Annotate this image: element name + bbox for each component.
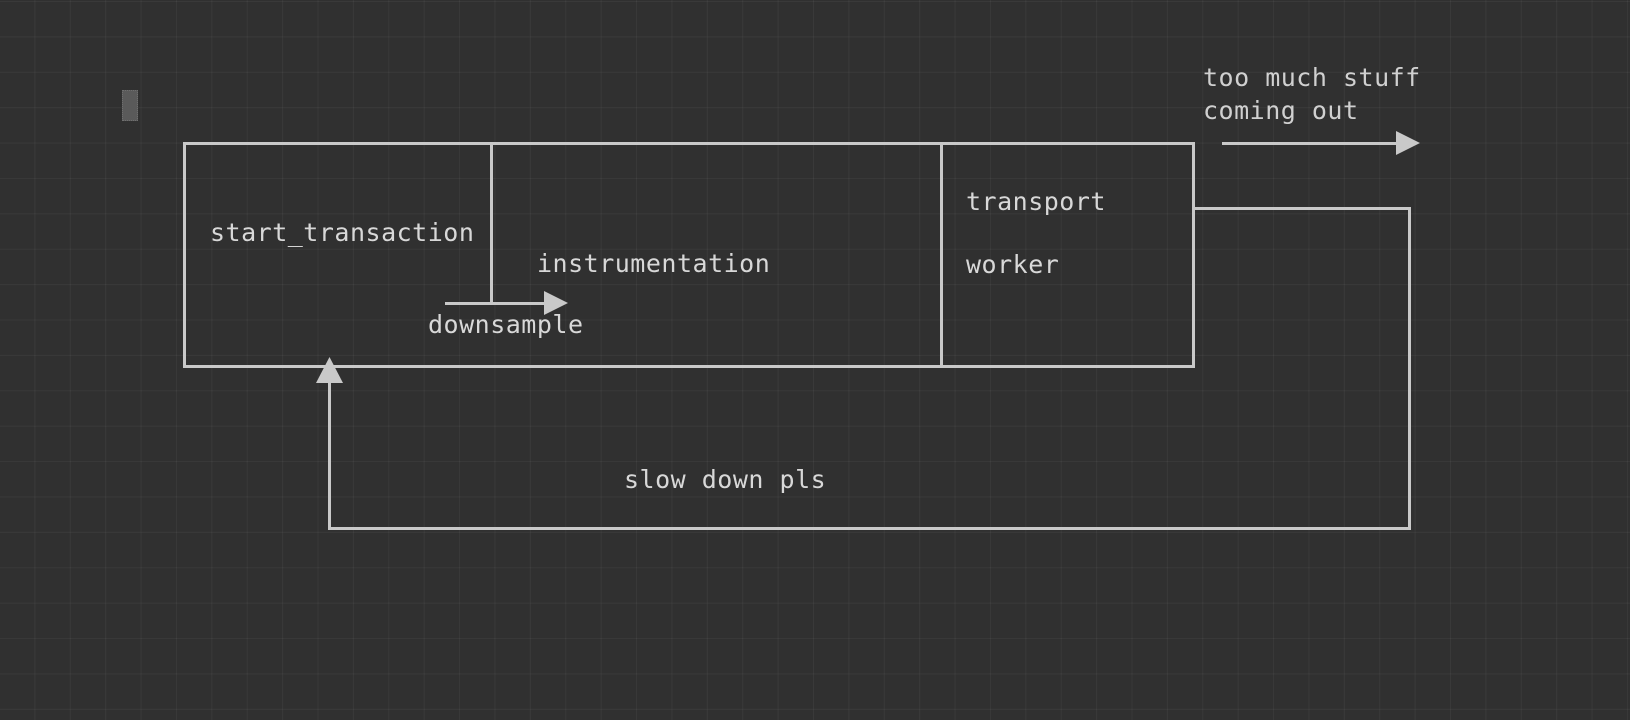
feedback-loop-left-segment <box>328 380 331 530</box>
pipeline-box-left-edge <box>183 142 186 368</box>
instrumentation-label: instrumentation <box>537 249 771 278</box>
too-much-stuff-annotation-line1: too much stuff <box>1203 63 1421 92</box>
feedback-loop-arrow-head <box>316 357 343 383</box>
output-arrow-head <box>1396 131 1420 155</box>
feedback-loop-right-segment <box>1408 207 1411 530</box>
downsample-arrow-shaft <box>445 302 550 305</box>
downsample-tap-line <box>490 142 493 305</box>
start-transaction-label: start_transaction <box>210 218 475 247</box>
downsample-arrow-head <box>544 291 568 315</box>
transport-box-left-edge <box>940 142 943 368</box>
selection-marker[interactable] <box>122 90 138 121</box>
transport-label: transport <box>966 187 1106 216</box>
worker-label: worker <box>966 250 1060 279</box>
pipeline-box-right-edge <box>1192 142 1195 368</box>
too-much-stuff-annotation-line2: coming out <box>1203 96 1359 125</box>
downsample-label: downsample <box>428 310 584 339</box>
feedback-loop-top-segment <box>1192 207 1411 210</box>
output-arrow-shaft <box>1222 142 1402 145</box>
feedback-loop-bottom-segment <box>328 527 1411 530</box>
pipeline-box-top-edge <box>183 142 1195 145</box>
pipeline-box-bottom-edge <box>183 365 1195 368</box>
slow-down-pls-label: slow down pls <box>624 465 827 494</box>
